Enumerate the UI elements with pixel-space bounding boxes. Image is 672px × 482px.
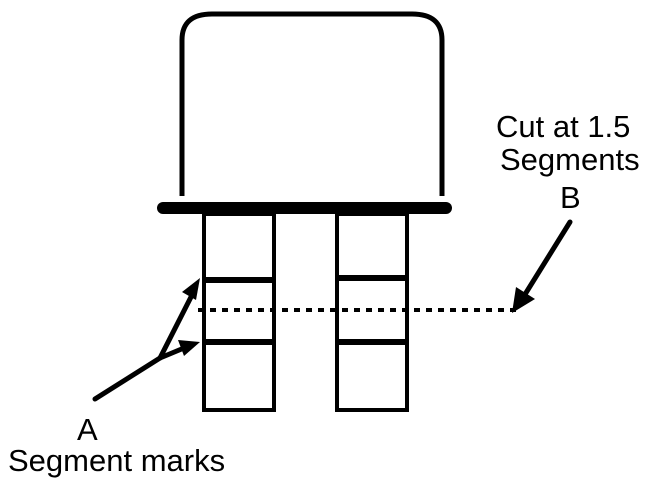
label-b: B xyxy=(560,180,581,215)
arrow-a-shaft xyxy=(92,355,163,402)
cut-label-line1: Cut at 1.5 xyxy=(496,109,630,144)
component-body xyxy=(179,11,445,196)
arrow-b-head xyxy=(512,287,535,313)
arrow-a-upper-shaft xyxy=(157,292,195,361)
segment-marks-label: Segment marks xyxy=(8,443,225,478)
arrow-a-upper-head xyxy=(182,278,200,300)
arrow-b-shaft xyxy=(521,219,573,299)
cut-label-line2: Segments xyxy=(500,142,640,177)
arrow-a-lower-head xyxy=(178,340,200,356)
arrow-a-lower-shaft xyxy=(157,345,187,361)
label-a: A xyxy=(77,412,98,447)
